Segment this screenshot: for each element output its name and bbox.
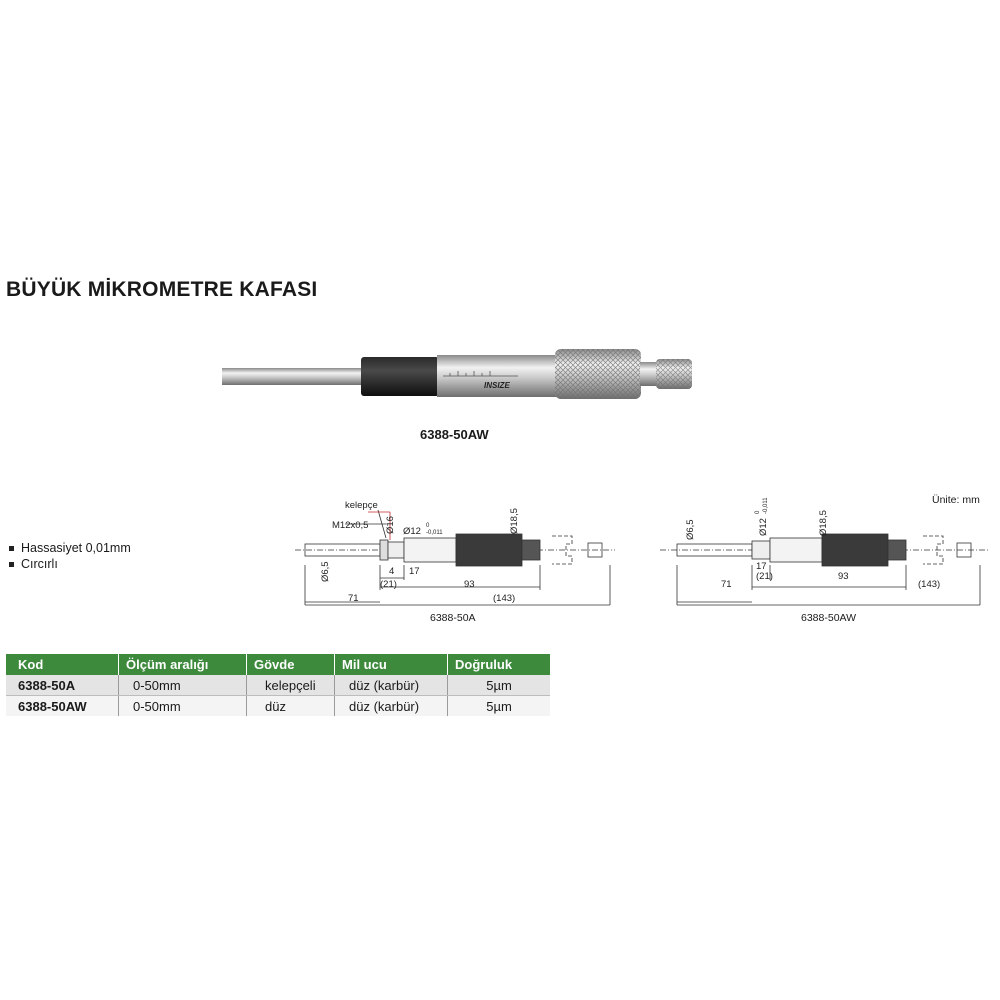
thimble bbox=[455, 533, 523, 567]
label-thread: M12x0,5 bbox=[332, 520, 368, 531]
label-len71: 71 bbox=[721, 579, 732, 590]
cell-accuracy: 5µm bbox=[447, 695, 550, 716]
cell-body: kelepçeli bbox=[246, 675, 335, 696]
label-len17: 17 bbox=[409, 566, 420, 577]
label-d12: Ø12 bbox=[403, 526, 421, 537]
cell-code: 6388-50AW bbox=[6, 695, 119, 716]
label-len71: 71 bbox=[348, 593, 359, 604]
ratchet bbox=[887, 539, 907, 561]
feature-item: Cırcırlı bbox=[8, 556, 131, 572]
label-d12-tol-upper: 0 bbox=[426, 523, 430, 529]
label-d12-tol-lower: -0,011 bbox=[763, 497, 769, 514]
label-d12-tol-lower: -0,011 bbox=[426, 530, 443, 536]
cell-accuracy: 5µm bbox=[447, 675, 550, 696]
label-len4: 4 bbox=[389, 566, 394, 577]
header-accuracy: Doğruluk bbox=[447, 654, 550, 675]
label-d6-5: Ø6,5 bbox=[685, 519, 696, 540]
brand-logo: INSIZE bbox=[484, 381, 510, 390]
label-d12: Ø12 bbox=[758, 518, 769, 536]
table-header-row: Kod Ölçüm aralığı Gövde Mil ucu Doğruluk bbox=[6, 654, 550, 675]
barrel bbox=[769, 537, 823, 563]
thimble bbox=[821, 533, 889, 567]
label-d18-5: Ø18,5 bbox=[818, 510, 829, 536]
label-len93: 93 bbox=[838, 571, 849, 582]
drawing-caption-6388-50aw: 6388-50AW bbox=[801, 612, 857, 624]
drawing-caption-6388-50a: 6388-50A bbox=[430, 612, 476, 624]
cell-range: 0-50mm bbox=[118, 675, 247, 696]
spindle bbox=[222, 368, 362, 385]
table-row: 6388-50AW 0-50mm düz düz (karbür) 5µm bbox=[6, 695, 550, 716]
unit-note: Ünite: mm bbox=[932, 494, 980, 506]
header-range: Ölçüm aralığı bbox=[118, 654, 247, 675]
cell-body: düz bbox=[246, 695, 335, 716]
ratchet bbox=[521, 539, 541, 561]
page-title: BÜYÜK MİKROMETRE KAFASI bbox=[6, 278, 318, 301]
label-d6-5: Ø6,5 bbox=[320, 561, 331, 582]
photo-caption: 6388-50AW bbox=[420, 427, 489, 442]
label-d18-5: Ø18,5 bbox=[509, 508, 520, 534]
header-code: Kod bbox=[6, 654, 119, 675]
clamp-collar bbox=[379, 539, 389, 561]
cell-range: 0-50mm bbox=[118, 695, 247, 716]
threaded-stem bbox=[387, 541, 405, 559]
label-len21: (21) bbox=[380, 579, 397, 590]
micrometer-head-photo: INSIZE bbox=[222, 349, 692, 399]
stem bbox=[751, 540, 771, 560]
header-body: Gövde bbox=[246, 654, 335, 675]
ratchet-neck bbox=[640, 362, 658, 386]
black-sleeve bbox=[361, 357, 439, 396]
label-len17: 17 bbox=[756, 561, 767, 572]
feature-list: Hassasiyet 0,01mm Cırcırlı bbox=[8, 540, 131, 572]
label-len143: (143) bbox=[493, 593, 515, 604]
label-d12-tol-upper: 0 bbox=[755, 510, 761, 514]
label-len93: 93 bbox=[464, 579, 475, 590]
table-row: 6388-50A 0-50mm kelepçeli düz (karbür) 5… bbox=[6, 675, 550, 696]
technical-drawing-6388-50aw: Ø6,5 Ø12 0 -0,011 Ø18,5 17 (21) 93 71 (1… bbox=[660, 497, 990, 606]
header-spindle-tip: Mil ucu bbox=[334, 654, 448, 675]
label-clamp: kelepçe bbox=[345, 500, 378, 511]
technical-drawing-6388-50a: kelepçe M12x0,5 Ø16 Ø12 0 -0,011 Ø18,5 Ø… bbox=[295, 500, 615, 606]
cell-code: 6388-50A bbox=[6, 675, 119, 696]
cell-spindle-tip: düz (karbür) bbox=[334, 695, 448, 716]
label-len143: (143) bbox=[918, 579, 940, 590]
barrel bbox=[403, 537, 457, 563]
label-len21: (21) bbox=[756, 571, 773, 582]
cell-spindle-tip: düz (karbür) bbox=[334, 675, 448, 696]
spec-table: Kod Ölçüm aralığı Gövde Mil ucu Doğruluk… bbox=[6, 654, 550, 716]
label-d16: Ø16 bbox=[385, 516, 396, 534]
feature-item: Hassasiyet 0,01mm bbox=[8, 540, 131, 556]
